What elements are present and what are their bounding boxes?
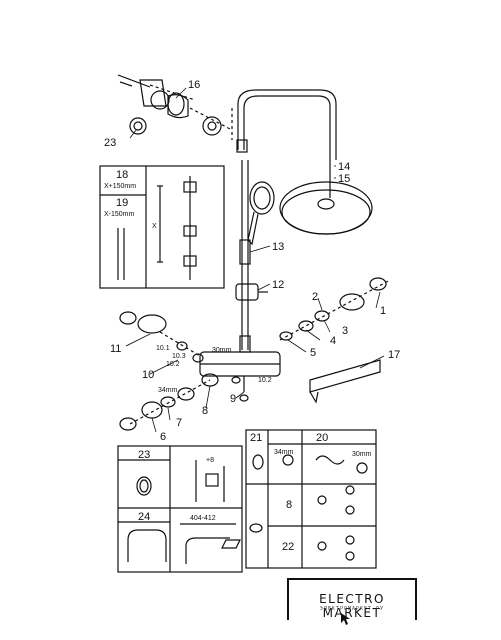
part-5-label: 5 bbox=[310, 347, 316, 359]
shelf bbox=[309, 359, 381, 404]
table-22-label: 22 bbox=[282, 541, 294, 553]
part-12-label: 12 bbox=[272, 279, 284, 291]
part-11-label: 11 bbox=[110, 343, 121, 355]
part-9-label: 9 bbox=[230, 393, 236, 405]
part-8-label: 8 bbox=[202, 405, 208, 417]
dimension-34mm-label: 34mm bbox=[158, 387, 178, 394]
part-14-label: 14 bbox=[338, 161, 350, 173]
part-17-label: 17 bbox=[388, 349, 400, 361]
part-10-2-label: 10.2 bbox=[166, 361, 180, 368]
slider bbox=[235, 283, 268, 301]
overhead-arm bbox=[236, 89, 337, 160]
parts-table-bottom bbox=[117, 445, 243, 573]
table-24-label: 24 bbox=[138, 511, 150, 523]
inset-18-label: 18 bbox=[116, 169, 128, 181]
riser-rail bbox=[239, 160, 251, 350]
rain-shower-head bbox=[279, 160, 373, 235]
part-4-label: 4 bbox=[330, 335, 336, 347]
part-13-label: 13 bbox=[272, 241, 284, 253]
table-plus8-label: +8 bbox=[206, 457, 214, 464]
table-34mm-label: 34mm bbox=[274, 449, 294, 456]
leader-lines bbox=[125, 87, 385, 433]
parts-table-right bbox=[245, 429, 377, 569]
inset-18-dim: X+150mm bbox=[104, 183, 136, 190]
part-10-label: 10 bbox=[142, 369, 154, 381]
thermostat-body bbox=[199, 335, 281, 377]
part-23-label: 23 bbox=[104, 137, 116, 149]
table-20-label: 20 bbox=[316, 432, 328, 444]
inset-x-label: X bbox=[152, 223, 157, 230]
dimension-30mm-label: 30mm bbox=[212, 347, 232, 354]
table-21-label: 21 bbox=[250, 432, 262, 444]
part-10-3-label: 10.3 bbox=[172, 353, 186, 360]
part-1-label: 1 bbox=[380, 305, 386, 317]
part-15-label: 15 bbox=[338, 173, 350, 185]
logo-title: ELECTRO MARKET bbox=[319, 592, 385, 620]
inset-19-dim: X-150mm bbox=[104, 211, 135, 218]
electro-market-logo: ELECTRO MARKET ЭЛЕКТРОМАРКЕТ.РУ bbox=[287, 578, 417, 620]
part-10-2b-label: 10.2 bbox=[258, 377, 272, 384]
table-8-label: 8 bbox=[286, 499, 292, 511]
part-6-label: 6 bbox=[160, 431, 166, 443]
inset-19-label: 19 bbox=[116, 197, 128, 209]
part-2-label: 2 bbox=[312, 291, 318, 303]
cursor-icon bbox=[341, 613, 350, 625]
part-10-1-label: 10.1 bbox=[156, 345, 170, 352]
logo-subtitle: ЭЛЕКТРОМАРКЕТ.РУ bbox=[319, 606, 385, 612]
wall-bracket-assembly bbox=[117, 74, 233, 140]
part-3-label: 3 bbox=[342, 325, 348, 337]
table-range-label: 404-412 bbox=[190, 515, 216, 522]
hand-shower bbox=[247, 181, 275, 246]
part-16-label: 16 bbox=[188, 79, 200, 91]
part-7-label: 7 bbox=[176, 417, 182, 429]
table-23-label: 23 bbox=[138, 449, 150, 461]
right-handle-parts bbox=[231, 277, 391, 402]
inset-box-rail-length bbox=[99, 165, 225, 289]
table-30mm-label: 30mm bbox=[352, 451, 372, 458]
